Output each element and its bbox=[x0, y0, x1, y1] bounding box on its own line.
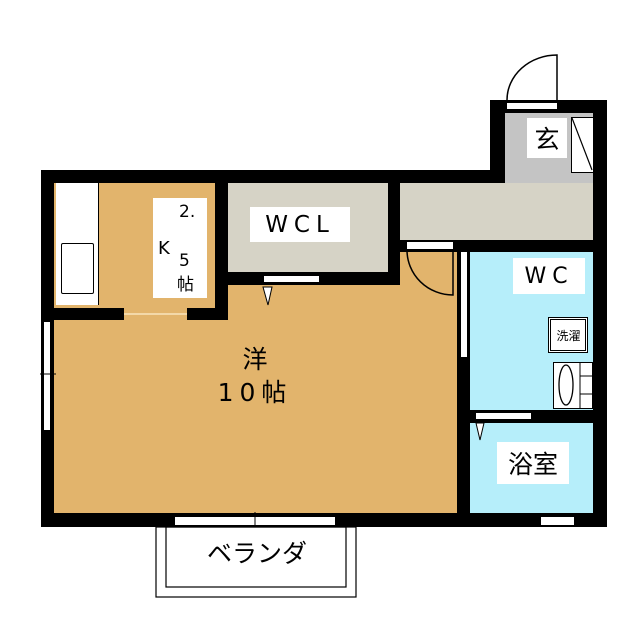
kitchen-sink-icon bbox=[61, 243, 94, 294]
shoe-cabinet-diagonal bbox=[571, 117, 593, 171]
western-room-size: 10帖 bbox=[217, 378, 293, 407]
bathroom-label: 浴室 bbox=[497, 442, 569, 484]
corridor-floor bbox=[400, 183, 593, 240]
balcony-outline bbox=[155, 526, 357, 598]
wall-kitchen-right bbox=[215, 183, 228, 320]
wall-kitchen-bottom-right bbox=[187, 308, 228, 320]
wall-closet-right bbox=[388, 170, 400, 285]
balcony-label: ベランダ bbox=[206, 539, 307, 568]
kitchen-label: 2. K 5 帖 bbox=[153, 198, 207, 298]
toilet-sliding-door[interactable] bbox=[461, 252, 467, 357]
western-room-label: 洋 10帖 bbox=[205, 338, 305, 414]
western-room-floor-upper bbox=[400, 252, 457, 292]
toilet-label: WC bbox=[513, 258, 585, 294]
laundry-label: 洗濯 bbox=[552, 322, 585, 349]
entrance-label: 玄 bbox=[527, 118, 567, 158]
balcony-inner bbox=[165, 526, 347, 588]
kitchen-k: K bbox=[158, 238, 170, 259]
kitchen-size-decimal: 2. bbox=[179, 202, 196, 222]
western-room-name: 洋 bbox=[242, 345, 268, 374]
kitchen-size-number: 5 bbox=[179, 251, 190, 271]
entrance-door-swing bbox=[506, 54, 558, 101]
closet-door-arrow bbox=[262, 286, 273, 306]
room-door-swing bbox=[406, 249, 454, 296]
western-room-floor bbox=[54, 285, 457, 513]
bath-window bbox=[541, 516, 574, 526]
wall-kitchen-bottom-left bbox=[41, 308, 124, 320]
closet-door[interactable] bbox=[263, 275, 320, 283]
room-door[interactable] bbox=[407, 242, 453, 249]
wall-entrance-left bbox=[490, 100, 505, 183]
bathroom-door-arrow bbox=[475, 422, 485, 441]
left-window bbox=[43, 322, 51, 430]
walk-in-closet-label: WCL bbox=[250, 207, 350, 242]
bathroom-door[interactable] bbox=[476, 413, 531, 419]
entrance-door[interactable] bbox=[507, 103, 557, 109]
kitchen-size-unit: 帖 bbox=[177, 275, 194, 295]
washbasin-bowl bbox=[558, 364, 574, 406]
